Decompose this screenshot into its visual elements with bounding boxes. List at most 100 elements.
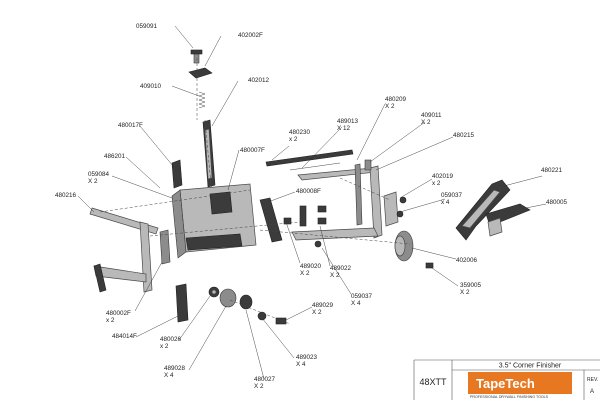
part-number: 489013 [337, 118, 359, 125]
title-description: 3.5" Corner Finisher [499, 363, 562, 370]
part-quantity: X 4 [296, 361, 306, 368]
part-blade-480221 [455, 179, 511, 241]
tapetech-logo-text: TapeTech [476, 376, 535, 391]
part-spring-409010 [198, 91, 206, 109]
part-number: 484014F [112, 333, 137, 340]
part-wheel-402006 [394, 230, 414, 262]
part-number: 480002F [106, 310, 131, 317]
part-number: 409010 [140, 83, 162, 90]
part-quantity: X 2 [385, 103, 395, 110]
tapetech-tagline: PROFESSIONAL DRYWALL FINISHING TOOLS [470, 395, 549, 399]
part-number: 059037 [351, 293, 373, 300]
part-number: 480215 [453, 132, 475, 139]
part-callout: 402012 [248, 77, 270, 84]
part-blade-480005 [485, 203, 531, 237]
part-number: 480027 [254, 376, 276, 383]
tapetech-logo-badge [468, 372, 572, 394]
leader-lines [77, 25, 547, 380]
part-quantity: X 2 [330, 272, 340, 279]
part-quantity: X 4 [164, 372, 174, 379]
part-bracket-402019 [383, 191, 407, 227]
part-number: 480216 [55, 192, 77, 199]
parts-artwork [89, 49, 531, 325]
title-block: 3.5" Corner Finisher 48XTT TapeTech PROF… [413, 359, 600, 400]
part-bracket-480017F [171, 159, 183, 189]
part-screws-489013 [289, 162, 341, 171]
part-number: 480008F [296, 188, 321, 195]
part-callout: 480005 [546, 199, 568, 206]
part-number: 402006 [456, 257, 478, 264]
part-quantity: X 2 [460, 289, 470, 296]
part-number: 480221 [541, 167, 563, 174]
part-quantity: x 2 [289, 136, 298, 143]
part-screw-359005 [425, 262, 434, 269]
part-quantity: x 2 [160, 343, 169, 350]
part-quantity: X 2 [300, 270, 310, 277]
part-callout: 484014F [112, 333, 137, 340]
part-number: 489028 [164, 365, 186, 372]
part-frame-480215 [291, 159, 383, 241]
part-number: 059084 [88, 171, 110, 178]
part-number: 489022 [330, 265, 352, 272]
part-rod-402012 [202, 119, 216, 188]
part-cap-402002F [188, 67, 213, 79]
part-fasteners-489020-489022 [283, 205, 327, 248]
part-number: 480007F [240, 147, 265, 154]
part-bracket-480008F [259, 197, 283, 243]
part-callout: 480007F [240, 147, 265, 154]
part-number: 359005 [460, 282, 482, 289]
part-frame-480216 [89, 207, 159, 293]
rev-value: A [590, 389, 594, 395]
part-screw-059091 [190, 49, 203, 64]
part-number: 480230 [289, 129, 311, 136]
part-quantity: x 2 [432, 180, 441, 187]
part-callout: 480017F [118, 122, 143, 129]
part-callout: 402006 [456, 257, 478, 264]
part-callout: 480215 [453, 132, 475, 139]
part-callout: 480216 [55, 192, 77, 199]
part-quantity: X 2 [421, 119, 431, 126]
part-quantity: X 12 [337, 125, 350, 132]
part-number: 480209 [385, 96, 407, 103]
part-number: 480005 [546, 199, 568, 206]
part-number: 489023 [296, 354, 318, 361]
part-number: 402012 [248, 77, 270, 84]
part-callout: 480008F [296, 188, 321, 195]
part-number: 480026 [160, 336, 182, 343]
title-model: 48XTT [419, 377, 447, 387]
part-pin-480230 [265, 149, 354, 167]
part-number: 486201 [104, 153, 126, 160]
part-number: 059037 [441, 192, 463, 199]
part-quantity: x 4 [441, 199, 450, 206]
part-number: 402019 [432, 173, 454, 180]
part-callout: 402002F [238, 32, 263, 39]
part-486201 [159, 229, 171, 265]
part-quantity: X 4 [351, 300, 361, 307]
part-quantity: X 2 [88, 178, 98, 185]
part-callout: 480221 [541, 167, 563, 174]
part-number: 489029 [312, 302, 334, 309]
rev-label: REV. [587, 377, 598, 383]
part-callout: 409010 [140, 83, 162, 90]
part-number: 402002F [238, 32, 263, 39]
part-number: 480017F [118, 122, 143, 129]
part-body-480007F [171, 183, 257, 259]
part-plate-480002F [175, 283, 189, 323]
